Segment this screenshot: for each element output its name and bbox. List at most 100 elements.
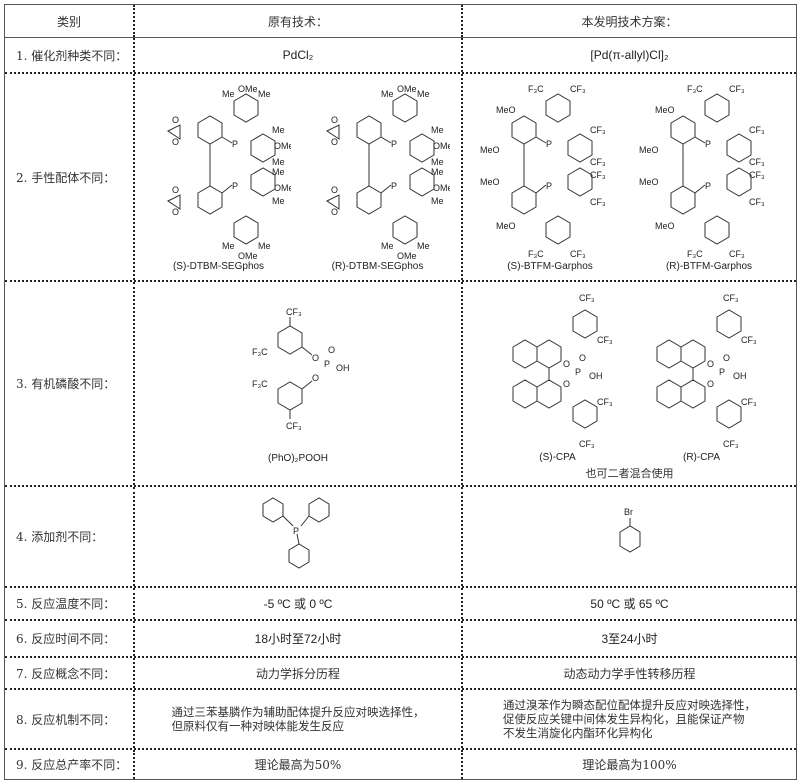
invention-temperature: 50 ºC 或 65 ºC: [461, 588, 796, 619]
svg-text:CF₃: CF₃: [749, 157, 765, 167]
table-row-temperature: 5. 反应温度不同： -5 ºC 或 0 ºC 50 ºC 或 65 ºC: [5, 586, 796, 619]
svg-text:OMe: OMe: [433, 183, 450, 193]
svg-text:MeO: MeO: [480, 177, 500, 187]
invention-ligand-cell: P P F₃C CF₃ CF₃ CF₃ CF₃ CF₃ F₃C CF₃ MeO MeO Me…: [461, 74, 796, 280]
svg-text:MeO: MeO: [496, 105, 516, 115]
svg-text:P: P: [232, 181, 238, 191]
svg-text:CF₃: CF₃: [749, 170, 765, 180]
table-row-additive: 4. 添加剂不同： P Br: [5, 485, 796, 586]
invention-catalyst: [Pd(π-allyl)Cl]₂: [461, 38, 796, 72]
invention-mechanism-line: 不发生消旋化内酯环化异构化: [503, 726, 653, 740]
svg-text:Me: Me: [381, 241, 394, 251]
svg-text:CF₃: CF₃: [590, 157, 606, 167]
svg-text:P: P: [705, 181, 711, 191]
svg-text:Me: Me: [272, 196, 285, 206]
svg-text:P: P: [719, 367, 725, 377]
table-row-mechanism: 8. 反应机制不同： 通过三苯基膦作为辅助配体提升反应对映选择性， 但原料仅有一…: [5, 688, 796, 748]
svg-text:Br: Br: [624, 507, 633, 517]
row-label: 1. 催化剂种类不同：: [16, 48, 128, 63]
svg-text:CF₃: CF₃: [590, 170, 606, 180]
cpa-label: (R)-CPA: [682, 451, 721, 463]
prior-time: 18小时至72小时: [133, 621, 461, 656]
svg-text:P: P: [324, 359, 330, 369]
table-row-time: 6. 反应时间不同： 18小时至72小时 3至24小时: [5, 619, 796, 656]
svg-text:O: O: [563, 379, 570, 389]
ligand-label: (S)-DTBM-SEGphos: [172, 260, 265, 272]
invention-additive-cell: Br: [461, 487, 796, 586]
svg-text:CF₃: CF₃: [723, 439, 739, 449]
svg-text:OMe: OMe: [397, 84, 417, 94]
ligand-label: (R)-BTFM-Garphos: [665, 260, 753, 272]
svg-text:Me: Me: [431, 125, 444, 135]
table-row-concept: 7. 反应概念不同： 动力学拆分历程 动态动力学手性转移历程: [5, 656, 796, 688]
svg-text:Me: Me: [272, 167, 285, 177]
row-label: 3. 有机磷酸不同：: [16, 377, 116, 391]
svg-text:Me: Me: [222, 241, 235, 251]
invention-mechanism-line: 通过溴苯作为瞬态配位配体提升反应对映选择性，: [503, 698, 756, 712]
triphenylphosphine-icon: P: [262, 496, 330, 569]
svg-text:CF₃: CF₃: [590, 125, 606, 135]
svg-text:CF₃: CF₃: [590, 197, 606, 207]
svg-text:MeO: MeO: [655, 105, 675, 115]
svg-text:OMe: OMe: [274, 141, 291, 151]
svg-text:P: P: [293, 526, 299, 536]
svg-text:O: O: [331, 185, 338, 195]
svg-text:O: O: [331, 115, 338, 125]
row-label: 6. 反应时间不同：: [16, 632, 116, 646]
invention-concept: 动态动力学手性转移历程: [461, 658, 796, 688]
prior-mechanism: 通过三苯基膦作为辅助配体提升反应对映选择性， 但原料仅有一种对映体能发生反应: [133, 690, 461, 748]
svg-text:O: O: [328, 345, 335, 355]
svg-text:OH: OH: [589, 371, 603, 381]
svg-text:CF₃: CF₃: [597, 397, 613, 407]
svg-text:CF₃: CF₃: [749, 125, 765, 135]
prior-yield: 理论最高为50%: [133, 750, 461, 779]
svg-text:Me: Me: [417, 241, 430, 251]
comparison-table: 类别 原有技术： 本发明技术方案： 1. 催化剂种类不同： PdCl₂ [Pd(…: [4, 4, 797, 780]
svg-text:CF₃: CF₃: [286, 421, 302, 431]
prior-catalyst: PdCl₂: [133, 38, 461, 72]
svg-text:Me: Me: [431, 157, 444, 167]
ligand-label: (R)-DTBM-SEGphos: [331, 260, 424, 272]
header-prior-art: 原有技术：: [133, 5, 461, 37]
svg-text:MeO: MeO: [639, 145, 659, 155]
invention-time: 3至24小时: [461, 621, 796, 656]
svg-text:F₃C: F₃C: [687, 84, 703, 94]
svg-text:O: O: [723, 353, 730, 363]
invention-yield: 理论最高为100%: [461, 750, 796, 779]
table-row-ligand: 2. 手性配体不同：: [5, 72, 796, 280]
svg-text:CF₃: CF₃: [286, 307, 302, 317]
svg-text:O: O: [172, 137, 179, 147]
svg-text:CF₃: CF₃: [570, 84, 586, 94]
svg-text:CF₃: CF₃: [579, 293, 595, 303]
prior-temperature: -5 ºC 或 0 ºC: [133, 588, 461, 619]
prior-concept: 动力学拆分历程: [133, 658, 461, 688]
svg-text:F₃C: F₃C: [528, 84, 544, 94]
svg-text:MeO: MeO: [480, 145, 500, 155]
svg-text:O: O: [312, 373, 319, 383]
svg-text:MeO: MeO: [655, 221, 675, 231]
acid-label: (PhO)₂POOH: [268, 453, 328, 464]
svg-text:O: O: [172, 207, 179, 217]
prior-mechanism-line: 通过三苯基膦作为辅助配体提升反应对映选择性，: [171, 705, 425, 719]
svg-text:O: O: [331, 207, 338, 217]
svg-text:P: P: [705, 139, 711, 149]
ligand-label: (S)-BTFM-Garphos: [507, 260, 593, 272]
svg-text:O: O: [331, 137, 338, 147]
mixture-note: 也可二者混合使用: [585, 466, 674, 480]
svg-text:CF₃: CF₃: [579, 439, 595, 449]
row-label: 4. 添加剂不同：: [16, 530, 104, 544]
svg-text:O: O: [707, 359, 714, 369]
svg-text:F₃C: F₃C: [252, 347, 268, 357]
svg-text:O: O: [707, 379, 714, 389]
svg-text:P: P: [575, 367, 581, 377]
